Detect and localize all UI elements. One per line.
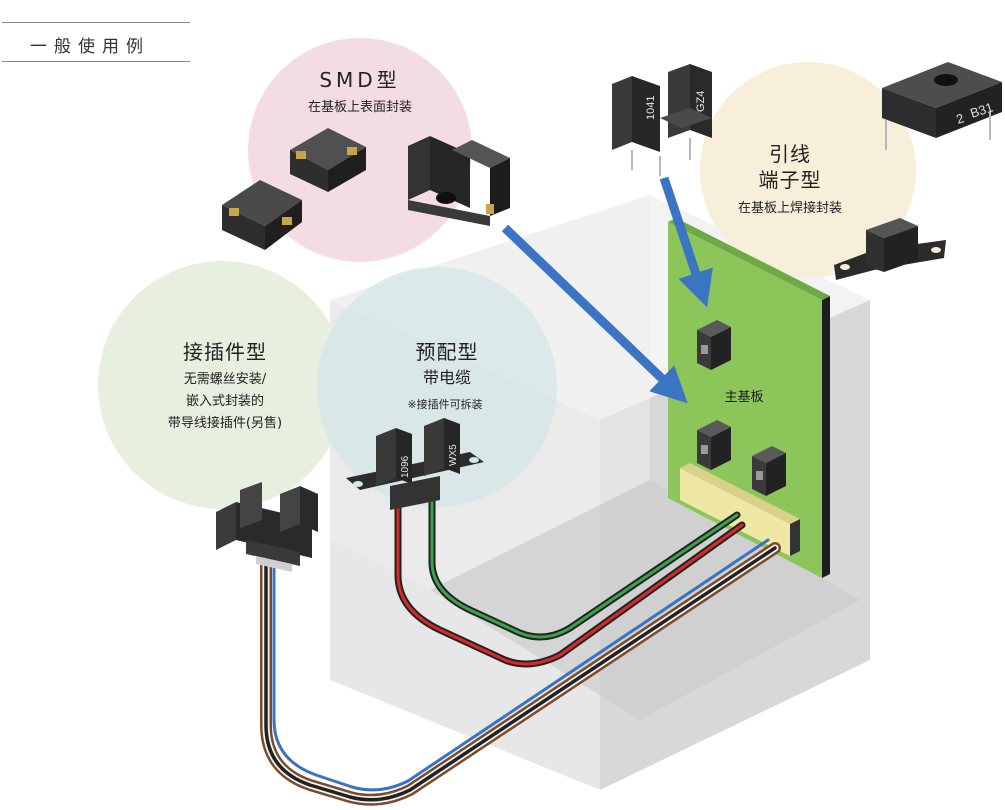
connector-title: 接插件型 xyxy=(183,340,267,364)
lead-title-line2: 端子型 xyxy=(758,168,822,192)
lead-bubble xyxy=(700,62,916,278)
header-top-rule xyxy=(2,22,190,23)
prewired-subtitle: 带电缆 xyxy=(422,368,471,387)
connector-desc-line2: 嵌入式封装的 xyxy=(185,394,264,409)
marking-lead-mid: GZ4 xyxy=(695,91,707,112)
smd-subtitle: 在基板上表面封装 xyxy=(307,100,412,115)
lead-subtitle: 在基板上焊接封装 xyxy=(737,201,842,216)
lead-component-right xyxy=(882,62,1002,150)
marking-prewired-right: WX5 xyxy=(448,444,459,466)
marking-prewired-left: 1096 xyxy=(400,455,411,478)
smd-component xyxy=(222,180,302,250)
board-chip xyxy=(697,320,731,370)
connector-strip xyxy=(680,468,790,556)
prewired-title: 预配型 xyxy=(415,340,479,364)
board-chip xyxy=(697,420,731,470)
header-bottom-rule xyxy=(2,61,190,62)
connector-bubble xyxy=(98,261,346,509)
smd-title: SMD型 xyxy=(319,68,401,92)
board-chip xyxy=(752,446,786,496)
marking-lead-right-a: 2 xyxy=(954,110,966,127)
lead-component-left xyxy=(612,64,712,176)
connector-desc-line1: 无需螺丝安装/ xyxy=(183,372,267,387)
prewired-note: ※接插件可拆装 xyxy=(407,398,483,411)
marking-lead-left: 1041 xyxy=(645,96,657,120)
connector-component xyxy=(216,482,318,572)
lead-title-line1: 引线 xyxy=(769,142,811,166)
smd-slot-component xyxy=(408,136,510,226)
marking-lead-right-b: B31 xyxy=(968,99,995,120)
smd-component xyxy=(290,128,366,192)
prewired-cable xyxy=(394,496,746,668)
connector-cable xyxy=(260,538,781,806)
header-title: 一般使用例 xyxy=(30,37,150,57)
arrow-smd-to-board xyxy=(501,224,688,404)
main-board xyxy=(668,218,830,578)
board-label: 主基板 xyxy=(724,390,764,405)
prewired-component xyxy=(346,418,484,510)
arrow-lead-to-board xyxy=(659,176,713,308)
connector-desc-line3: 带导线接插件(另售) xyxy=(167,416,283,431)
lead-component-lower xyxy=(834,218,946,280)
